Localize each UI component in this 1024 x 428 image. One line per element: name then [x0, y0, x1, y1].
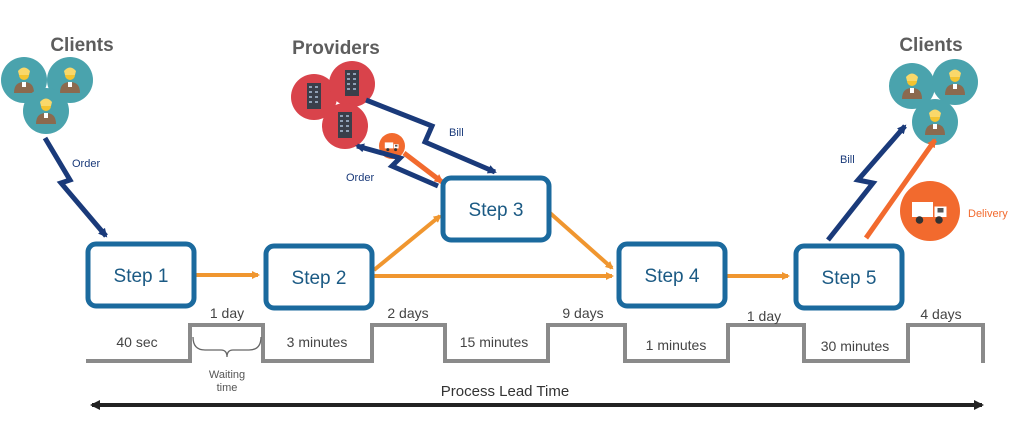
flow-arrow-step3-step4: [548, 211, 614, 270]
order-label-clients: Order: [72, 158, 100, 170]
delivery-label: Delivery: [968, 208, 1008, 220]
delivery-arrow-providers-step3: [402, 151, 444, 184]
step-2-box: Step 2: [263, 243, 375, 311]
step-3-box: Step 3: [440, 175, 552, 243]
step-3-label: Step 3: [469, 200, 524, 221]
process-time-5: 30 minutes: [821, 338, 889, 354]
bill-arrow-providers-step3: [365, 97, 497, 175]
order-arrow-step3-providers: [355, 143, 439, 189]
clients-left-group: [1, 57, 93, 134]
order-label-providers: Order: [346, 172, 374, 184]
provider-icon: [322, 103, 368, 149]
clients-right-heading: Clients: [899, 35, 962, 56]
waiting-time-2: 2 days: [387, 305, 428, 321]
waiting-time-3: 9 days: [562, 305, 603, 321]
process-time-1: 40 sec: [116, 334, 157, 350]
order-arrow-clients-step1: [42, 136, 108, 238]
providers-group: [291, 61, 375, 149]
waiting-time-4: 1 day: [747, 308, 781, 324]
bill-arrow-step5-clients: [826, 124, 907, 242]
bill-label-clients: Bill: [840, 154, 855, 166]
waiting-label-line2: time: [217, 382, 238, 394]
process-time-2: 3 minutes: [287, 334, 348, 350]
step-4-label: Step 4: [645, 266, 700, 287]
client-icon: [23, 88, 69, 134]
flow-arrow-step2-step3: [372, 214, 442, 272]
lead-time-label: Process Lead Time: [441, 383, 569, 400]
waiting-label-line1: Waiting: [209, 369, 245, 381]
step-1-label: Step 1: [114, 266, 169, 287]
step-4-box: Step 4: [616, 241, 728, 309]
process-time-4: 1 minutes: [646, 337, 707, 353]
waiting-time-5: 4 days: [920, 306, 961, 322]
step-5-label: Step 5: [822, 268, 877, 289]
bill-label-providers: Bill: [449, 127, 464, 139]
client-icon: [912, 99, 958, 145]
step-1-box: Step 1: [85, 241, 197, 309]
waiting-time-1: 1 day: [210, 305, 244, 321]
lead-time-timeline: [86, 323, 985, 363]
process-time-3: 15 minutes: [460, 334, 528, 350]
step-5-box: Step 5: [793, 243, 905, 311]
step-2-label: Step 2: [292, 268, 347, 289]
delivery-truck-icon: [900, 181, 960, 241]
clients-left-heading: Clients: [50, 35, 113, 56]
delivery-arrow-step5-clients: [863, 138, 938, 240]
waiting-time-brace: [192, 336, 262, 358]
client-icon: [932, 59, 978, 105]
providers-heading: Providers: [292, 38, 380, 59]
